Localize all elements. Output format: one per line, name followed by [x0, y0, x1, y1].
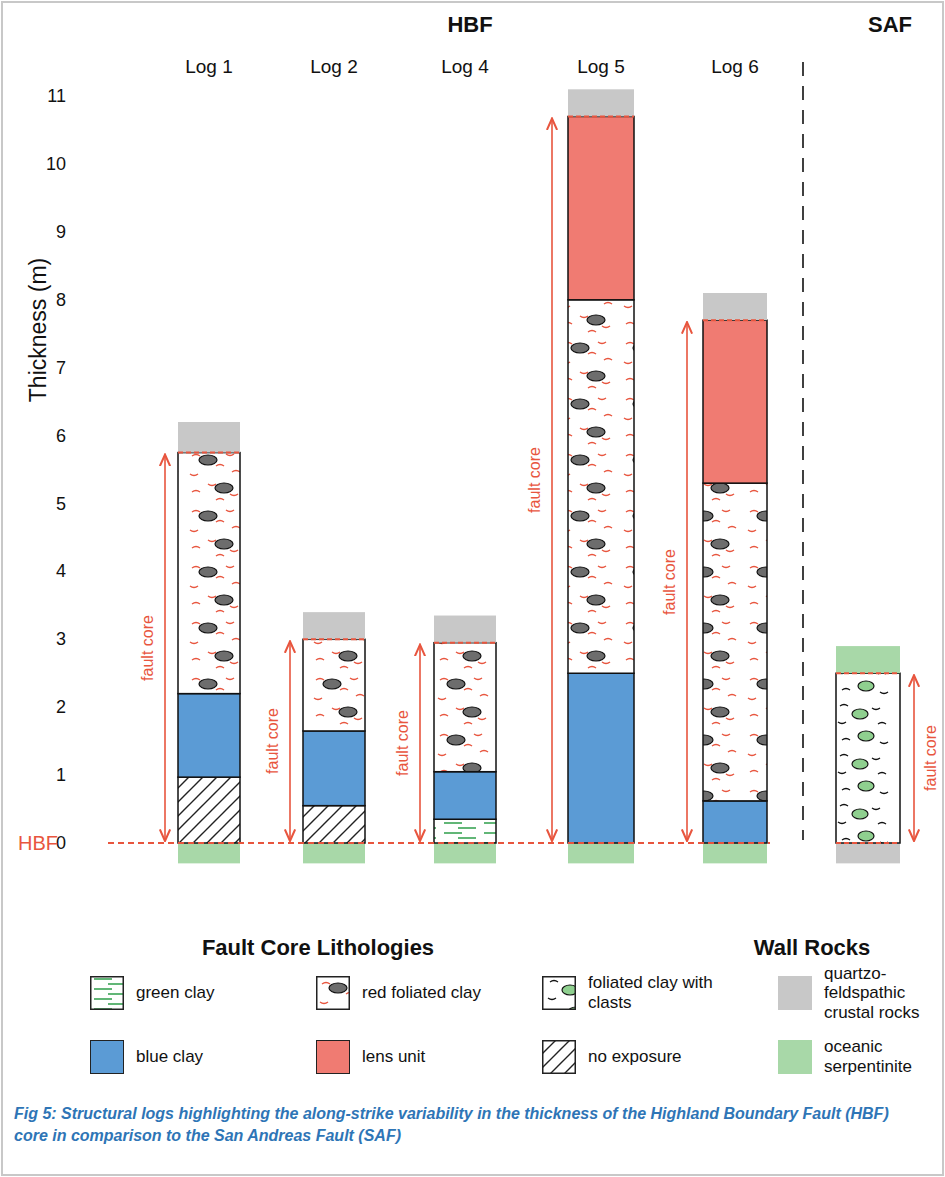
fault-core-label: fault core	[923, 723, 939, 793]
fault-core-arrow	[551, 118, 553, 841]
log-unit	[568, 89, 634, 116]
fault-heading: SAF	[868, 14, 912, 36]
core-boundary	[178, 452, 240, 454]
legend-swatch	[90, 1040, 124, 1074]
log-unit	[178, 422, 240, 453]
log-unit	[568, 300, 634, 673]
axis-tick: 3	[56, 630, 66, 648]
core-boundary	[836, 672, 900, 674]
log-unit	[836, 646, 900, 673]
fault-core-label: fault core	[527, 445, 543, 515]
core-boundary	[836, 842, 900, 844]
fault-heading: HBF	[447, 14, 492, 36]
fault-core-arrow	[419, 645, 421, 841]
axis-title: Thickness (m)	[27, 256, 50, 404]
legend-heading: Wall Rocks	[754, 937, 871, 959]
axis-tick: 11	[47, 87, 66, 105]
axis-tick: 1	[56, 766, 66, 784]
log-name: Log 4	[441, 57, 489, 76]
log-unit	[434, 772, 496, 820]
fault-core-arrow	[164, 455, 166, 841]
log-unit	[703, 801, 767, 843]
axis-tick: 7	[56, 359, 66, 377]
legend-text: red foliated clay	[362, 983, 532, 1003]
core-boundary	[434, 642, 496, 644]
legend-text: quartzo-feldspathic crustal rocks	[824, 964, 932, 1023]
log-unit	[836, 843, 900, 863]
log-unit	[703, 843, 767, 863]
axis-tick: 2	[56, 698, 66, 716]
separator-line	[802, 62, 804, 840]
log-unit	[303, 639, 365, 731]
legend-text: no exposure	[588, 1047, 728, 1067]
core-boundary	[703, 319, 767, 321]
log-unit	[178, 453, 240, 694]
log-unit	[434, 843, 496, 863]
axis-tick: 10	[46, 155, 66, 173]
fault-core-arrow	[289, 641, 291, 841]
log-unit	[303, 843, 365, 863]
legend-text: foliated clay with clasts	[588, 973, 728, 1012]
axis-tick: 4	[56, 562, 66, 580]
hbf-line	[108, 842, 770, 844]
legend-text: lens unit	[362, 1047, 532, 1067]
legend-swatch	[778, 976, 812, 1010]
fault-core-arrow	[686, 322, 688, 841]
log-unit	[568, 673, 634, 843]
log-unit	[836, 673, 900, 843]
fault-name: HBF	[18, 833, 58, 853]
log-name: Log 6	[711, 57, 759, 76]
log-unit	[434, 643, 496, 772]
legend-swatch	[542, 976, 576, 1010]
log-unit	[178, 694, 240, 778]
legend-swatch	[778, 1040, 812, 1074]
legend-heading: Fault Core Lithologies	[202, 937, 434, 959]
log-unit	[178, 843, 240, 863]
log-unit	[568, 843, 634, 863]
axis-tick: 6	[56, 427, 66, 445]
legend-swatch	[316, 1040, 350, 1074]
log-unit	[178, 777, 240, 843]
log-unit	[703, 293, 767, 320]
legend-text: oceanic serpentinite	[824, 1037, 932, 1076]
fault-core-label: fault core	[662, 547, 678, 617]
fault-core-arrow	[913, 675, 915, 841]
log-unit	[303, 612, 365, 639]
log-unit	[703, 320, 767, 483]
legend-text: blue clay	[136, 1047, 286, 1067]
axis-tick: 9	[56, 223, 66, 241]
log-unit	[434, 616, 496, 643]
fault-core-label: fault core	[395, 708, 411, 778]
legend-swatch	[542, 1040, 576, 1074]
legend-swatch	[90, 976, 124, 1010]
log-unit	[703, 483, 767, 801]
log-unit	[568, 116, 634, 299]
core-boundary	[303, 638, 365, 640]
log-unit	[434, 819, 496, 843]
legend-swatch	[316, 976, 350, 1010]
fault-core-label: fault core	[140, 613, 156, 683]
axis-tick: 5	[56, 495, 66, 513]
log-name: Log 2	[310, 57, 358, 76]
fault-core-label: fault core	[265, 706, 281, 776]
figure-caption: Fig 5: Structural logs highlighting the …	[14, 1103, 914, 1146]
core-boundary	[568, 115, 634, 117]
log-name: Log 5	[577, 57, 625, 76]
log-unit	[303, 806, 365, 843]
axis-tick: 8	[56, 291, 66, 309]
legend-text: green clay	[136, 983, 286, 1003]
log-unit	[303, 731, 365, 806]
log-name: Log 1	[185, 57, 233, 76]
